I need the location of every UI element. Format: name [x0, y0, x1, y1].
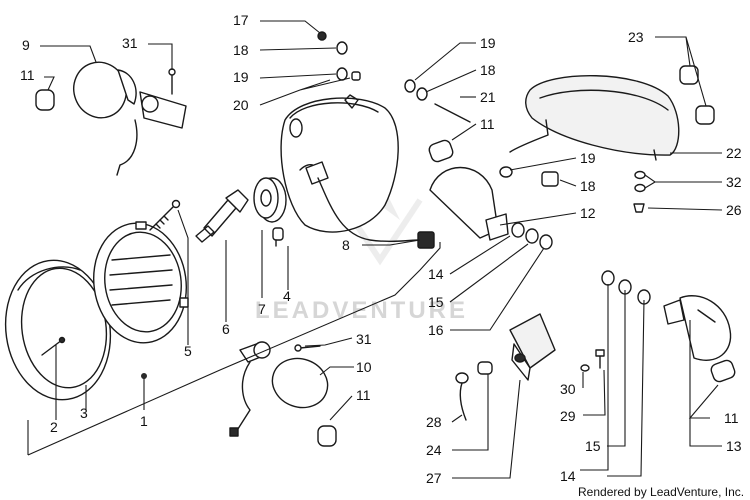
callout-28: 28 — [426, 414, 442, 430]
callout-31: 31 — [122, 35, 138, 51]
callout-18: 18 — [480, 62, 496, 78]
callout-13: 13 — [726, 438, 742, 454]
callout-2: 2 — [50, 419, 58, 435]
callout-10: 10 — [356, 359, 372, 375]
callout-11: 11 — [356, 387, 371, 403]
callout-30: 30 — [560, 381, 576, 397]
parking-bulb[interactable] — [272, 227, 284, 247]
callout-11: 11 — [20, 67, 35, 83]
callout-1: 1 — [140, 413, 148, 429]
rear-signal-cone[interactable] — [429, 166, 509, 241]
callout-11: 11 — [480, 116, 495, 132]
tail-light[interactable] — [509, 74, 680, 161]
callout-18: 18 — [580, 178, 596, 194]
callout-27: 27 — [426, 470, 442, 486]
callout-21: 21 — [480, 89, 496, 105]
callout-9: 9 — [22, 37, 30, 53]
washer-set-lower[interactable] — [601, 270, 651, 305]
callout-3: 3 — [80, 405, 88, 421]
license-light[interactable] — [509, 313, 556, 381]
rim-screw[interactable] — [41, 336, 66, 356]
headlight-rim[interactable] — [0, 253, 119, 406]
bulb-holder[interactable] — [253, 177, 287, 223]
callout-31: 31 — [356, 331, 372, 347]
turn-signal-front-left[interactable] — [66, 55, 187, 176]
callout-8: 8 — [342, 237, 350, 253]
callout-26: 26 — [726, 202, 742, 218]
callout-19: 19 — [480, 35, 496, 51]
leader-lines — [27, 20, 723, 479]
bulb-left[interactable] — [35, 89, 55, 111]
adjusting-screw[interactable] — [149, 199, 181, 231]
callout-4: 4 — [283, 288, 291, 304]
headlight-lens[interactable] — [86, 217, 194, 379]
callout-22: 22 — [726, 145, 742, 161]
callout-6: 6 — [222, 321, 230, 337]
callout-16: 16 — [428, 322, 444, 338]
callout-17: 17 — [233, 12, 249, 28]
callout-12: 12 — [580, 205, 596, 221]
callout-5: 5 — [184, 343, 192, 359]
callout-15: 15 — [585, 438, 601, 454]
mount-bolt-right[interactable] — [294, 344, 321, 352]
callout-19: 19 — [233, 69, 249, 85]
callout-11: 11 — [724, 410, 739, 426]
callout-32: 32 — [726, 174, 742, 190]
callout-18: 18 — [233, 42, 249, 58]
washer-set-upper[interactable] — [511, 222, 553, 250]
callout-15: 15 — [428, 294, 444, 310]
headlight-bulb[interactable] — [195, 189, 249, 243]
callout-19: 19 — [580, 150, 596, 166]
mount-bolt-left[interactable] — [168, 68, 176, 95]
license-screws[interactable] — [580, 349, 605, 372]
bulb-right[interactable] — [317, 425, 337, 447]
turn-signal-rear-right[interactable] — [663, 295, 736, 383]
tail-bulbs[interactable] — [679, 65, 715, 125]
callout-24: 24 — [426, 442, 442, 458]
callout-23: 23 — [628, 29, 644, 45]
headlight-housing[interactable] — [280, 94, 435, 249]
bulb-rear-top[interactable] — [428, 139, 455, 163]
callout-14: 14 — [428, 266, 444, 282]
credit-text: Rendered by LeadVenture, Inc. — [578, 485, 744, 499]
callout-29: 29 — [560, 408, 576, 424]
turn-signal-front-right[interactable] — [229, 341, 335, 437]
tail-hardware[interactable] — [499, 166, 646, 213]
license-socket[interactable] — [455, 361, 493, 421]
callout-7: 7 — [258, 301, 266, 317]
callout-20: 20 — [233, 97, 249, 113]
callout-labels: 9 11 31 17 18 19 20 19 18 21 11 19 18 12… — [20, 12, 742, 486]
callout-14: 14 — [560, 468, 576, 484]
hardware-stack-top[interactable] — [317, 31, 471, 123]
